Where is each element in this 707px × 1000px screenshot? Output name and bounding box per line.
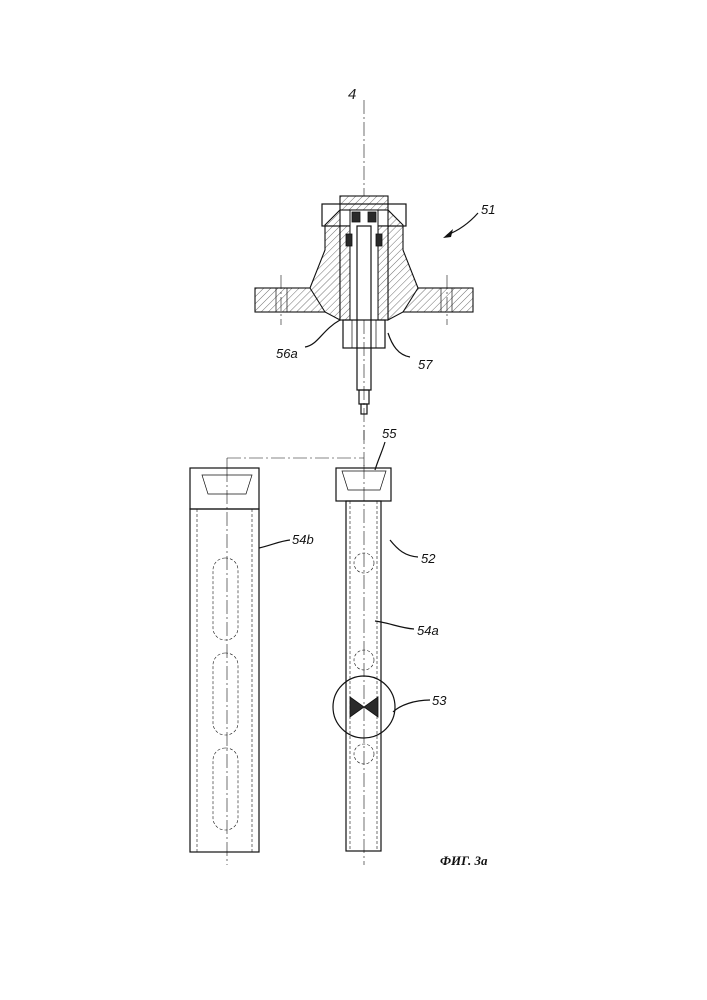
figure-caption: ФИГ. 3a bbox=[440, 853, 488, 869]
label-56a: 56a bbox=[276, 346, 298, 361]
tube-54a-head bbox=[336, 468, 391, 501]
tube-54b-head bbox=[190, 468, 259, 509]
label-54b: 54b bbox=[292, 532, 314, 547]
label-53: 53 bbox=[432, 693, 447, 708]
label-57: 57 bbox=[418, 357, 433, 372]
tube-54b-body bbox=[190, 509, 259, 852]
slot-1 bbox=[213, 558, 238, 640]
label-51: 51 bbox=[481, 202, 495, 217]
slot-3 bbox=[213, 748, 238, 830]
leader-53 bbox=[393, 700, 430, 712]
leader-57 bbox=[388, 333, 410, 357]
label-55: 55 bbox=[382, 426, 397, 441]
top-assembly bbox=[255, 100, 478, 440]
top-cap bbox=[340, 196, 388, 210]
tube-54b bbox=[190, 468, 290, 865]
tube-54a bbox=[333, 442, 430, 865]
label-52: 52 bbox=[421, 551, 436, 566]
leader-55 bbox=[375, 442, 385, 470]
leader-54b bbox=[259, 540, 290, 548]
leader-52 bbox=[390, 540, 418, 557]
leader-56a bbox=[305, 320, 340, 347]
label-54a: 54a bbox=[417, 623, 439, 638]
slot-2 bbox=[213, 653, 238, 735]
